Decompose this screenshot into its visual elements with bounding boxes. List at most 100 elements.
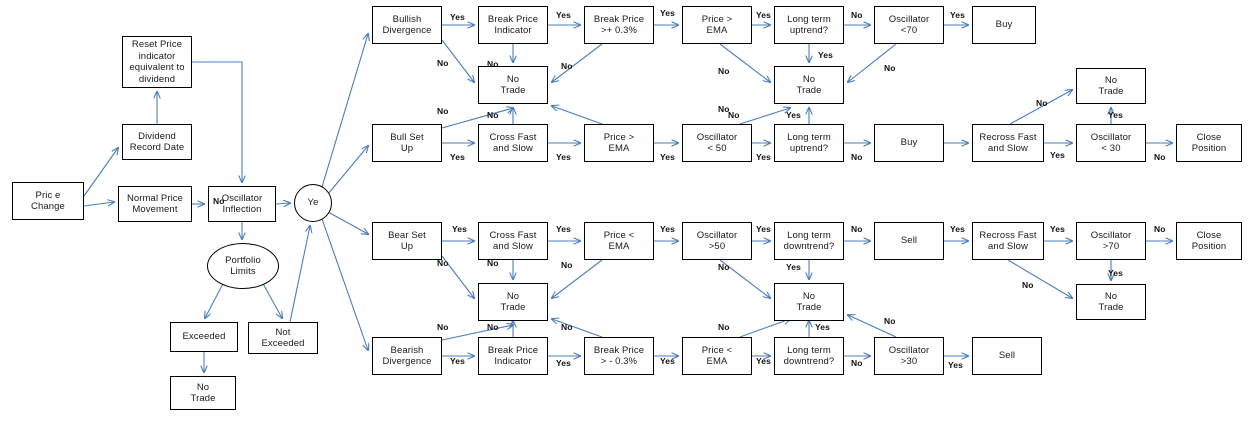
node-break-price-down[interactable]: Break Price > - 0.3% [584,337,654,375]
node-recross-fast-slow-2[interactable]: Recross Fast and Slow [972,222,1044,260]
node-oscillator-lt-30[interactable]: Oscillator < 30 [1076,124,1146,162]
node-bullish-divergence[interactable]: Bullish Divergence [372,6,442,44]
node-oscillator-gt-50[interactable]: Oscillator >50 [682,222,752,260]
node-price-gt-ema-1[interactable]: Price > EMA [682,6,752,44]
edge-label-lbl-yes-osc70: Yes [950,10,965,20]
node-close-position-1[interactable]: Close Position [1176,124,1242,162]
edge-oscillator-inflection-to-yes-hub [275,203,290,204]
edge-label-lbl-yes-recross2: Yes [1050,224,1065,234]
node-price-lt-ema-2[interactable]: Price < EMA [682,337,752,375]
edge-label-lbl-no-ema2: No [718,104,730,114]
node-not-exceeded[interactable]: Not Exceeded [248,322,318,354]
edge-yes-hub-to-bearish-divergence [321,218,368,350]
edge-oscillator-lt-50-to-no-trade-bull-right [739,108,790,125]
edge-label-lbl-no-ema1: No [718,66,730,76]
node-no-trade-bear-right[interactable]: No Trade [774,283,844,321]
edge-portfolio-limits-to-exceeded [205,279,226,318]
edge-label-lbl-no-osc30b: No [884,316,896,326]
node-no-trade-bull-top[interactable]: No Trade [478,66,548,104]
node-oscillator-inflection[interactable]: Oscillator Inflection [208,186,276,222]
node-bear-set-up[interactable]: Bear Set Up [372,222,442,260]
edge-label-lbl-no-osc70b: No [1154,224,1166,234]
node-cross-fast-slow-2[interactable]: Cross Fast and Slow [478,222,548,260]
edge-label-lbl-no-osc30: No [1154,152,1166,162]
node-price-lt-ema-1[interactable]: Price < EMA [584,222,654,260]
edge-label-lbl-no-recross2: No [1022,280,1034,290]
edge-label-lbl-no-osc70: No [884,63,896,73]
edge-label-lbl-no-bearish: No [437,322,449,332]
edge-label-lbl-yes-ltu2: Yes [786,110,801,120]
edge-label-lbl-no-ema4: No [718,322,730,332]
node-recross-fast-slow-1[interactable]: Recross Fast and Slow [972,124,1044,162]
node-portfolio-limits[interactable]: Portfolio Limits [207,243,279,289]
node-long-term-uptrend-1[interactable]: Long term uptrend? [774,6,844,44]
node-long-term-downtrend-2[interactable]: Long term downtrend? [774,337,844,375]
node-no-trade-bear-top[interactable]: No Trade [478,283,548,321]
node-sell-1[interactable]: Sell [874,222,944,260]
edge-label-lbl-yes-osc70b: Yes [1108,268,1123,278]
edge-yes-hub-to-bullish-divergence [321,34,368,188]
node-reset-price-indicator[interactable]: Reset Price indicator equivalent to divi… [122,36,192,88]
edge-label-lbl-no-bpu: No [561,61,573,71]
node-bearish-divergence[interactable]: Bearish Divergence [372,337,442,375]
node-yes-hub[interactable]: Ye [294,184,332,222]
edge-yes-hub-to-bull-set-up [327,146,368,195]
node-long-term-uptrend-2[interactable]: Long term uptrend? [774,124,844,162]
edge-break-price-down-to-no-trade-bear-top [552,319,603,338]
edge-label-lbl-yes-bpi1: Yes [556,10,571,20]
edge-label-lbl-no-bearset: No [437,258,449,268]
node-exceeded[interactable]: Exceeded [170,322,238,352]
node-oscillator-lt-70[interactable]: Oscillator <70 [874,6,944,44]
edge-price-lt-ema-2-to-no-trade-bear-right [739,319,790,338]
edge-label-lbl-no-cfs1: No [487,110,499,120]
edge-label-lbl-yes-cfs2: Yes [556,224,571,234]
edge-price-lt-ema-1-to-no-trade-bear-top [552,259,603,298]
edge-reset-price-indicator-to-oscillator-inflection [192,61,242,182]
node-oscillator-gt-30[interactable]: Oscillator >30 [874,337,944,375]
edge-label-lbl-yes-osc50: Yes [756,152,771,162]
node-break-price-indicator-2[interactable]: Break Price Indicator [478,337,548,375]
node-bull-set-up[interactable]: Bull Set Up [372,124,442,162]
node-price-change[interactable]: Pric e Change [12,182,84,220]
node-break-price-up[interactable]: Break Price >+ 0.3% [584,6,654,44]
edge-label-lbl-yes-bpd: Yes [660,356,675,366]
node-price-gt-ema-2[interactable]: Price > EMA [584,124,654,162]
edge-label-lbl-yes-cfs1: Yes [556,152,571,162]
edge-label-lbl-yes-osc50b: Yes [756,224,771,234]
edge-label-lbl-no-oscillator-inflection: No [213,196,225,206]
edge-label-lbl-yes-ema4: Yes [756,356,771,366]
node-long-term-downtrend-1[interactable]: Long term downtrend? [774,222,844,260]
node-oscillator-gt-70[interactable]: Oscillator >70 [1076,222,1146,260]
edge-label-lbl-yes-bullset: Yes [450,152,465,162]
node-buy-2[interactable]: Buy [874,124,944,162]
node-no-trade-bull-right[interactable]: No Trade [774,66,844,104]
edge-label-lbl-no-recross1: No [1036,98,1048,108]
node-oscillator-lt-50[interactable]: Oscillator < 50 [682,124,752,162]
node-sell-2[interactable]: Sell [972,337,1042,375]
edge-label-lbl-no-ltd1: No [851,224,863,234]
edge-label-lbl-no-ltu2: No [851,152,863,162]
node-dividend-record-date[interactable]: Dividend Record Date [122,124,192,160]
node-buy-1[interactable]: Buy [972,6,1036,44]
edge-label-lbl-no-bpi2: No [487,322,499,332]
edge-price-change-to-dividend-record-date [83,148,118,197]
edge-label-lbl-yes-ltd2: Yes [815,322,830,332]
edge-label-lbl-no-ema3: No [561,260,573,270]
node-normal-price-movement[interactable]: Normal Price Movement [118,186,192,222]
edge-label-lbl-yes-ltu1: Yes [818,50,833,60]
edge-label-lbl-no-bpd: No [561,322,573,332]
node-cross-fast-slow-1[interactable]: Cross Fast and Slow [478,124,548,162]
edge-label-lbl-no-bullish: No [437,58,449,68]
node-no-trade-bull-far[interactable]: No Trade [1076,68,1146,104]
edge-label-lbl-no-osc50-2: No [728,110,740,120]
node-no-trade-portfolio[interactable]: No Trade [170,376,236,410]
edge-label-lbl-no-osc50b2: No [718,262,730,272]
node-break-price-indicator-1[interactable]: Break Price Indicator [478,6,548,44]
edge-label-lbl-yes-ltd1: Yes [786,262,801,272]
edge-label-lbl-yes-recross1: Yes [1050,150,1065,160]
node-no-trade-bear-far[interactable]: No Trade [1076,284,1146,320]
edge-yes-hub-to-bear-set-up [327,211,368,234]
node-close-position-2[interactable]: Close Position [1176,222,1242,260]
edge-label-lbl-yes-bearset: Yes [452,224,467,234]
